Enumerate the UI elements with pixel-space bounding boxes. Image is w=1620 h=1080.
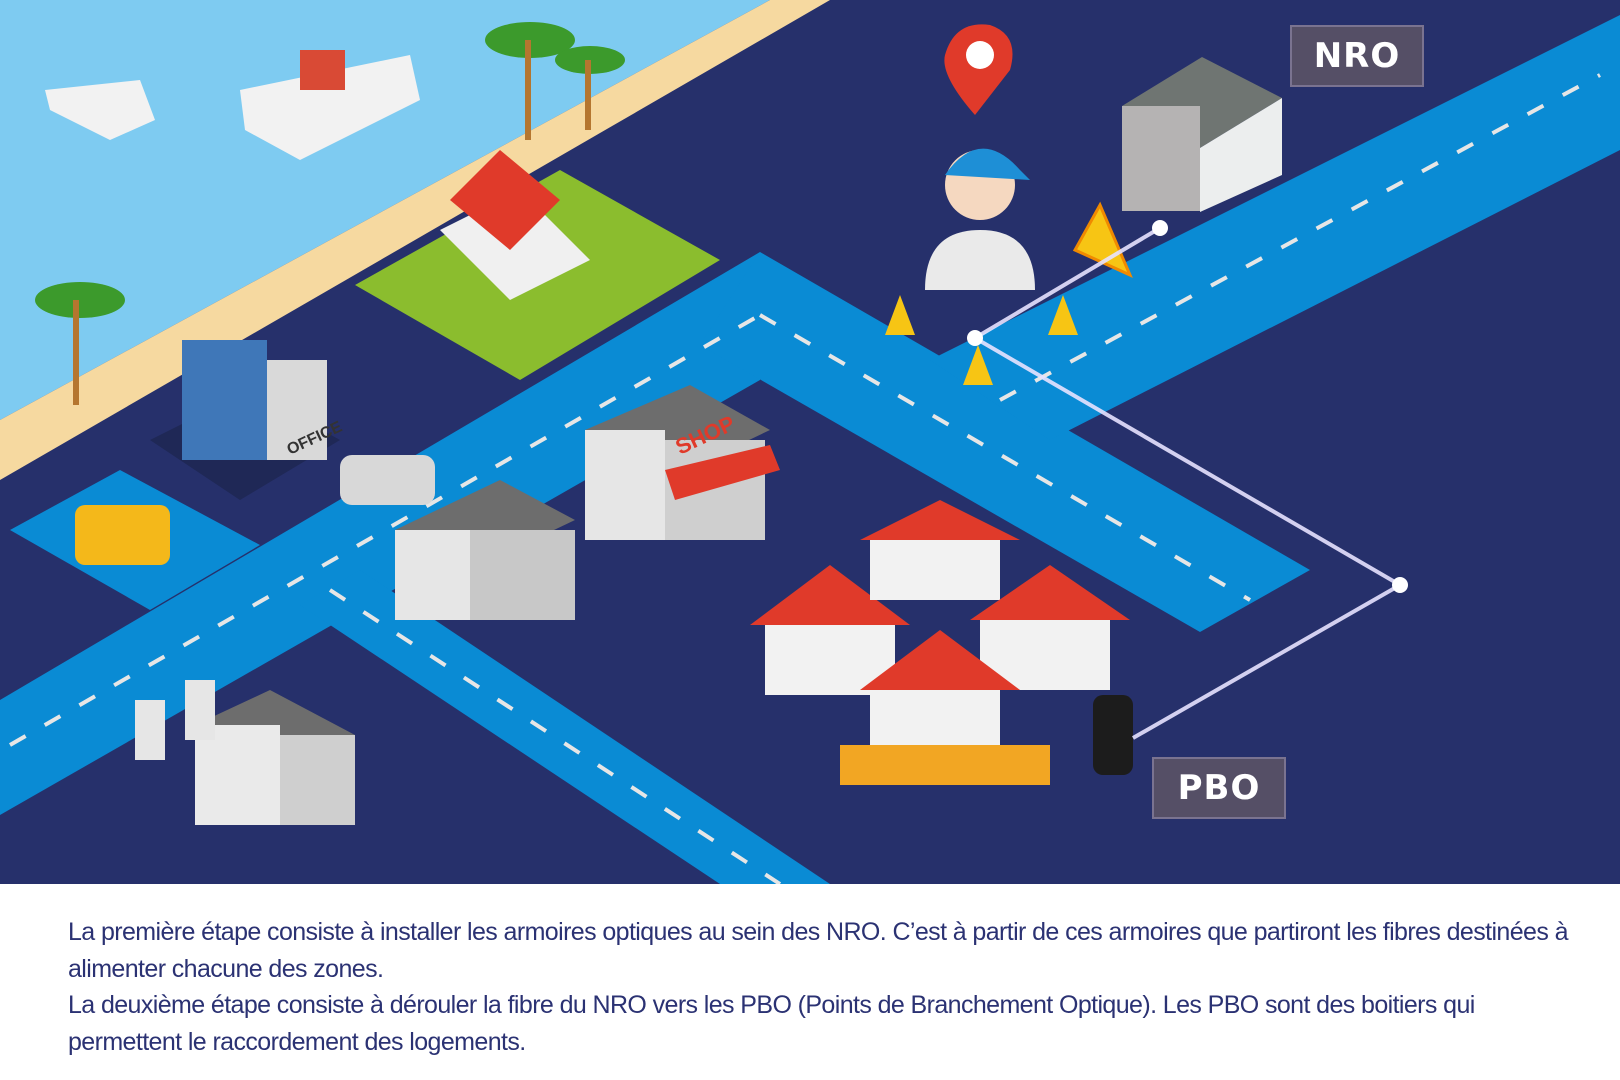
pbo-box [1093, 695, 1133, 775]
palm-trees [35, 22, 625, 405]
office-building [150, 340, 340, 500]
roads [0, 15, 1620, 884]
traffic-cones [885, 295, 1078, 385]
road-markings [9, 73, 1601, 884]
pbo-label: PBO [1152, 757, 1286, 819]
fiber-route [971, 226, 1405, 740]
house-lawn [355, 150, 720, 380]
technician [925, 148, 1035, 290]
nro-label: NRO [1290, 25, 1424, 87]
fiber-nodes [967, 220, 1408, 593]
bus [75, 505, 170, 565]
shop-building [585, 385, 780, 540]
houses [750, 500, 1130, 785]
boats [45, 50, 420, 160]
warehouse-building [395, 480, 575, 620]
caption: La première étape consiste à installer l… [68, 914, 1568, 1060]
nro-building [1122, 57, 1282, 212]
caption-paragraph-2: La deuxième étape consiste à dérouler la… [68, 991, 1475, 1056]
fiber-network-illustration: OFFICE SHOP [0, 0, 1620, 884]
gas-station [135, 680, 355, 825]
caption-paragraph-1: La première étape consiste à installer l… [68, 918, 1568, 983]
car [340, 455, 435, 505]
location-pin-icon [944, 24, 1013, 115]
